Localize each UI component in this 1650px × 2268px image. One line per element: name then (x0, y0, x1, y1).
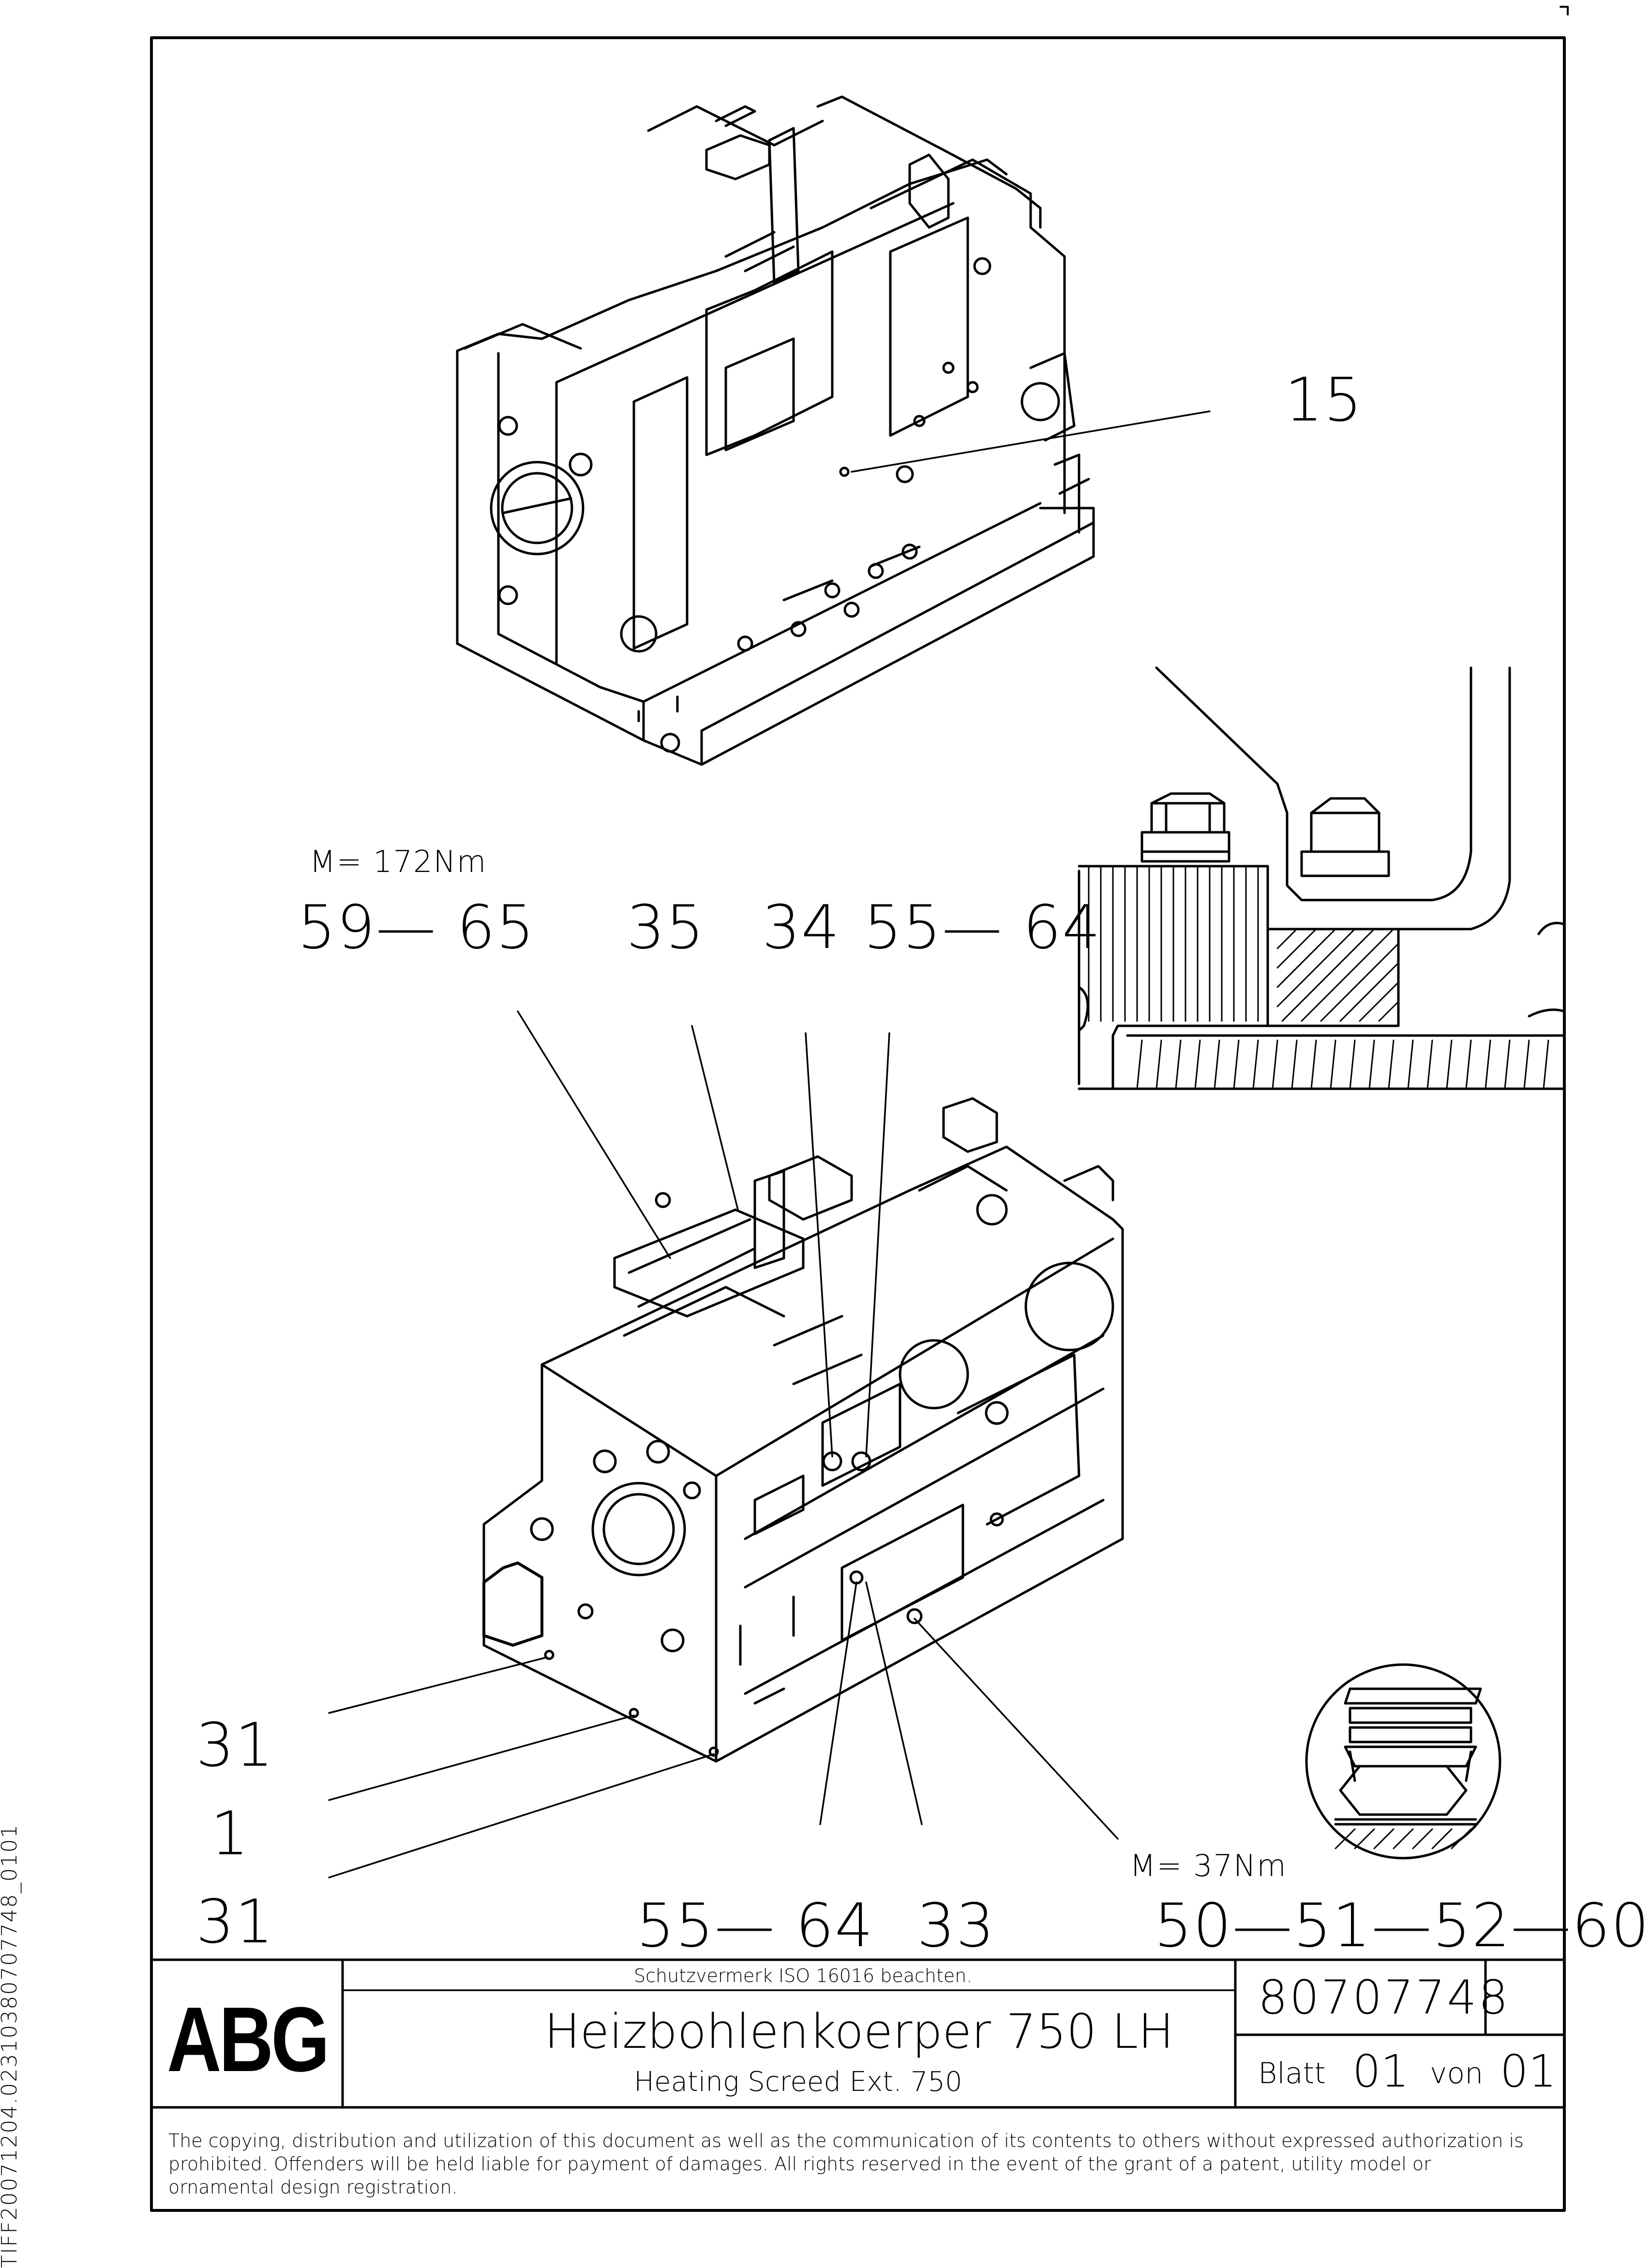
title-english: Heating Screed Ext. 750 (634, 2066, 962, 2098)
title-block (150, 1958, 1566, 2109)
copyright-notice: The copying, distribution and utilizatio… (168, 2130, 1524, 2198)
lower-screed-view (482, 1097, 1124, 1763)
callout-59-65: 59— 65 (298, 893, 535, 962)
callout-15: 15 (1285, 365, 1363, 435)
callout-31-lower: 31 (196, 1887, 274, 1957)
sheet-frame (150, 36, 1566, 2212)
callout-55-64-top: 55— 64 (864, 893, 1101, 962)
protection-note: Schutzvermerk ISO 16016 beachten. (634, 1965, 973, 1986)
leader-lines (328, 410, 1211, 1878)
callout-55-64-bottom: 55— 64 (636, 1891, 874, 1961)
torque-label-top: M= 172Nm (310, 844, 487, 879)
callout-50-60: 50—51—52—60 (1154, 1891, 1650, 1961)
torque-label-bottom: M= 37Nm (1130, 1848, 1287, 1883)
callout-31-upper: 31 (196, 1711, 274, 1780)
callout-34: 34 (762, 893, 840, 962)
sheet-number: 01 (1352, 2045, 1410, 2097)
of-label: von (1430, 2057, 1484, 2090)
callout-35: 35 (627, 893, 705, 962)
abg-logo: ABG (167, 1988, 330, 2091)
side-file-label: TIFF20071204.02310380707748_0101 (0, 1823, 22, 2268)
corner-mark (1560, 6, 1569, 15)
callout-1: 1 (210, 1799, 250, 1869)
callout-33: 33 (917, 1891, 995, 1961)
sheet-label: Blatt (1258, 2057, 1326, 2090)
section-detail (1078, 666, 1566, 1090)
sheet-total: 01 (1500, 2045, 1557, 2097)
title-german: Heizbohlenkoerper 750 LH (544, 2004, 1174, 2059)
washer-detail (1305, 1663, 1501, 1860)
part-number: 80707748 (1258, 1970, 1510, 2025)
technical-drawing (150, 6, 1569, 2212)
upper-screed-view (456, 95, 1095, 766)
